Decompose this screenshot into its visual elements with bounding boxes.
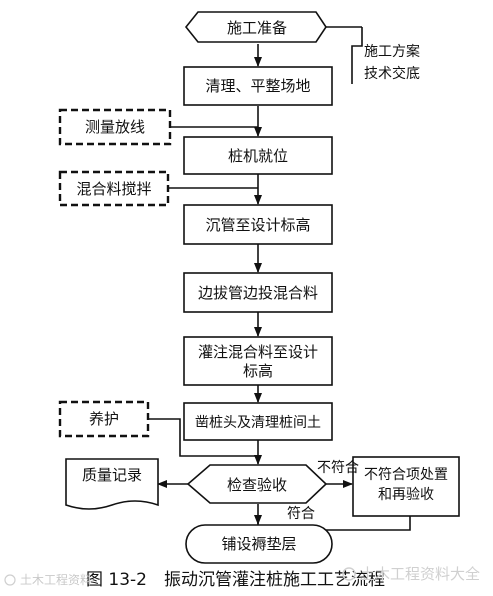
node-lay-label: 铺设褥垫层 <box>221 535 296 553</box>
node-sink-label: 沉管至设计标高 <box>205 216 310 234</box>
node-clear: 清理、平整场地 <box>183 66 333 106</box>
watermark-logo-icon <box>342 567 356 581</box>
node-start: 施工准备 <box>184 11 327 43</box>
node-survey: 测量放线 <box>58 108 172 146</box>
node-cure: 养护 <box>58 400 150 438</box>
node-fail: 不符合项处置 和再验收 <box>352 456 460 517</box>
node-pour: 灌注混合料至设计 标高 <box>183 336 333 386</box>
note-bracket <box>351 27 363 84</box>
node-mix: 混合料搅拌 <box>58 170 170 207</box>
node-pull-label: 边拔管边投混合料 <box>198 284 318 302</box>
node-start-label: 施工准备 <box>227 19 287 37</box>
node-fail-line2: 和再验收 <box>378 487 434 503</box>
node-survey-label: 测量放线 <box>85 118 145 136</box>
node-cure-label: 养护 <box>89 410 119 428</box>
node-pile-position-label: 桩机就位 <box>228 147 288 165</box>
edge-cure <box>148 418 258 457</box>
watermark-left-text: 土木工程资料 <box>20 572 92 587</box>
node-pile-position: 桩机就位 <box>183 136 333 175</box>
note-line1: 施工方案 <box>364 43 420 60</box>
node-pull: 边拔管边投混合料 <box>183 272 333 313</box>
node-lay: 铺设褥垫层 <box>185 524 333 564</box>
node-record: 质量记录 <box>65 458 159 510</box>
watermark-left: 土木工程资料 <box>4 572 92 587</box>
node-pour-line2: 标高 <box>243 362 273 380</box>
figure-caption: 图 13-2 振动沉管灌注桩施工工艺流程 <box>86 570 385 590</box>
edge-label-pass: 符合 <box>287 506 315 522</box>
node-inspect-label: 检查验收 <box>227 476 287 494</box>
node-record-label: 质量记录 <box>82 466 142 484</box>
watermark-logo-icon <box>4 574 16 586</box>
node-sink: 沉管至设计标高 <box>183 204 333 245</box>
watermark-right: 土木工程资料大全 <box>342 565 480 583</box>
node-clear-label: 清理、平整场地 <box>205 77 310 95</box>
node-fail-line1: 不符合项处置 <box>364 467 448 483</box>
node-chisel: 凿桩头及清理桩间土 <box>183 402 333 441</box>
node-chisel-label: 凿桩头及清理桩间土 <box>195 414 321 431</box>
edge-label-fail: 不符合 <box>317 460 359 476</box>
node-pour-line1: 灌注混合料至设计 <box>198 343 318 361</box>
node-mix-label: 混合料搅拌 <box>76 180 151 198</box>
note-line2: 技术交底 <box>364 65 420 82</box>
node-inspect: 检查验收 <box>186 464 328 504</box>
watermark-right-text: 土木工程资料大全 <box>360 565 480 583</box>
node-note: 施工方案 技术交底 <box>364 43 420 82</box>
